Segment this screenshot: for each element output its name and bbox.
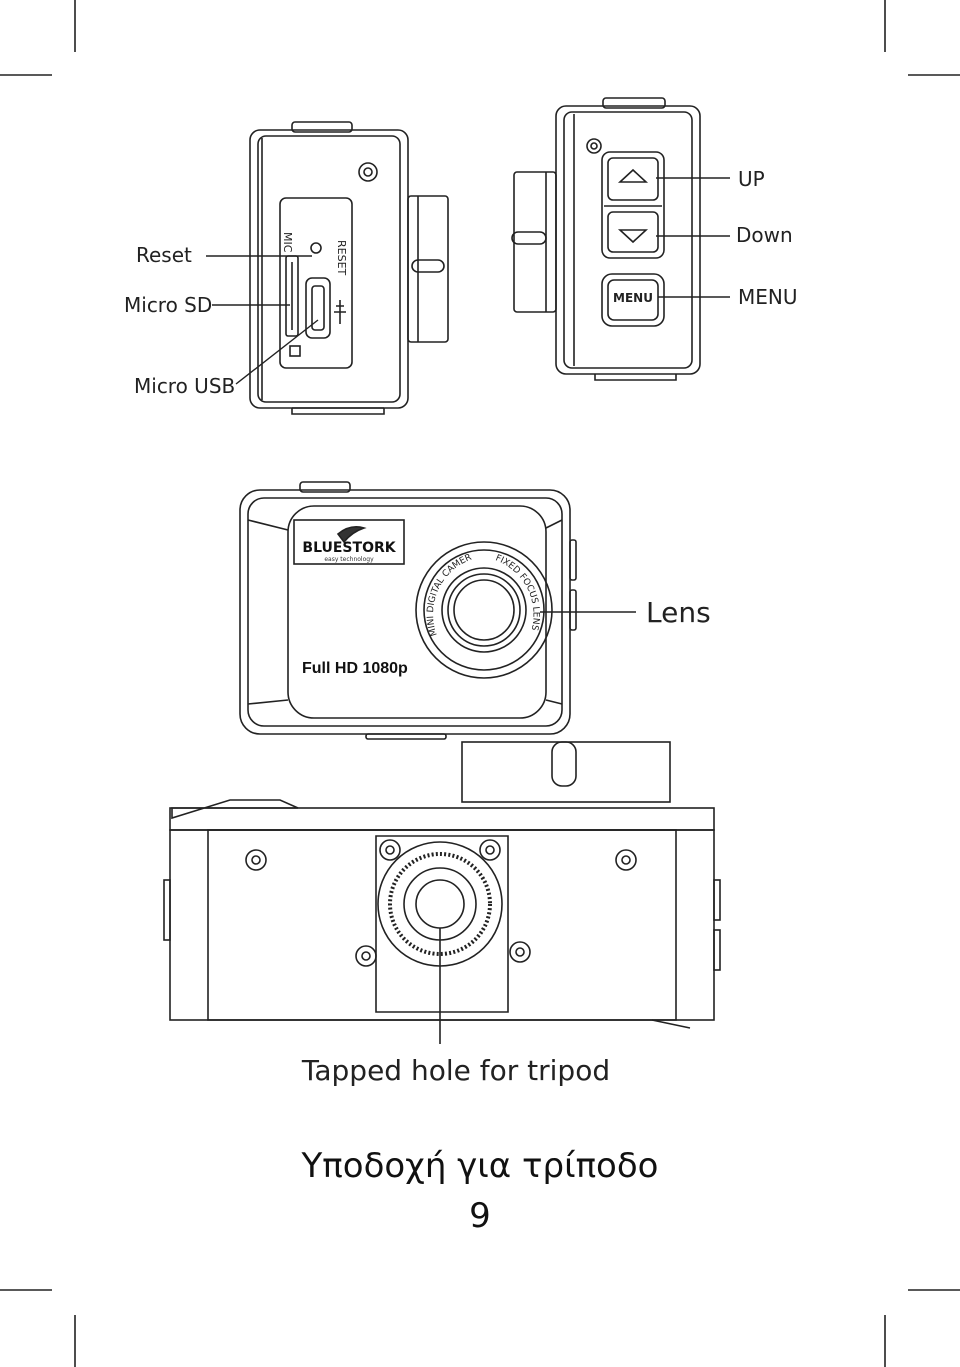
resolution-text: Full HD 1080p xyxy=(302,660,408,677)
lens-ring-text-right: FIXED FOCUS LENS xyxy=(494,553,541,631)
menu-button-text: MENU xyxy=(613,291,653,305)
micro-sd-label: Micro SD xyxy=(124,293,212,317)
left-callout-lines xyxy=(206,255,319,385)
up-label: UP xyxy=(738,167,765,191)
front-view xyxy=(239,481,577,740)
reset-label: Reset xyxy=(136,243,192,267)
page-number: 9 xyxy=(469,1196,491,1236)
down-label: Down xyxy=(736,223,793,247)
greek-caption: Υποδοχή για τρίποδο xyxy=(301,1146,659,1186)
menu-label: MENU xyxy=(738,285,798,309)
tripod-label: Tapped hole for tripod xyxy=(301,1054,610,1087)
port-text-reset: RESET xyxy=(335,240,348,276)
side-view-right xyxy=(511,97,701,381)
side-view-left xyxy=(249,121,449,415)
right-callout-lines xyxy=(656,177,730,298)
bottom-view xyxy=(163,741,721,1029)
port-text-sd: MIC xyxy=(281,232,294,253)
brand-tagline: easy technology xyxy=(324,556,374,563)
brand-logo-text: BLUESTORK xyxy=(302,540,396,556)
micro-usb-label: Micro USB xyxy=(134,374,235,398)
lens-label: Lens xyxy=(646,596,711,629)
